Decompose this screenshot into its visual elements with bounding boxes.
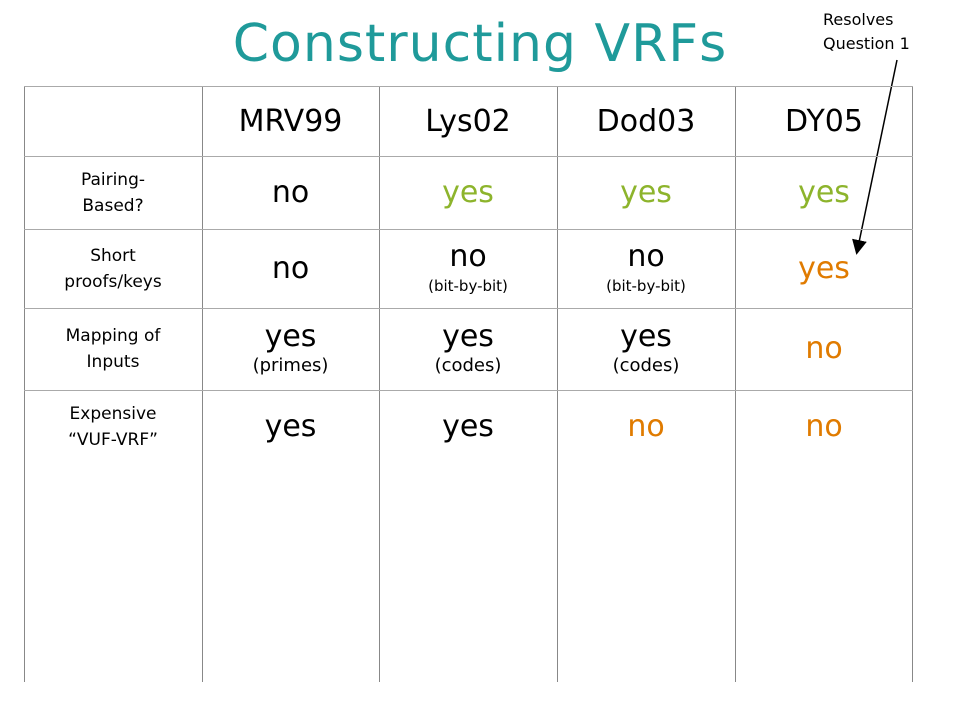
table-cell: yes <box>557 156 735 229</box>
cell-value: yes <box>620 319 672 354</box>
cell-subtext: (primes) <box>252 355 329 376</box>
table-cell: yes <box>735 229 913 308</box>
row-label: Expensive “VUF-VRF” <box>24 390 202 463</box>
table-cell: no <box>735 308 913 390</box>
cell-value: yes <box>264 319 317 354</box>
annotation-line-2: Question 1 <box>823 34 910 53</box>
cell-value: no <box>271 250 310 286</box>
row-label-line: Inputs <box>86 352 140 372</box>
table-cell: yes(codes) <box>379 308 557 390</box>
cell-value: no <box>627 408 665 444</box>
table-hline <box>24 86 913 87</box>
column-header: Dod03 <box>596 103 696 139</box>
table-vline <box>912 86 913 682</box>
table-cell: yes <box>202 390 379 463</box>
row-label-line: Based? <box>82 195 144 216</box>
cell-subtext: (codes) <box>612 355 680 376</box>
row-label: Mapping of Inputs <box>24 308 202 390</box>
row-label-line: “VUF-VRF” <box>68 429 158 450</box>
table-vline <box>557 86 558 682</box>
slide-title: Constructing VRFs <box>232 14 728 74</box>
table-cell: no (bit-by-bit) <box>557 229 735 308</box>
table-cell: yes(primes) <box>202 308 379 390</box>
cell-value: yes <box>442 319 494 354</box>
table-vline <box>379 86 380 682</box>
row-label-line: Short <box>90 245 136 266</box>
table-cell: yes(codes) <box>557 308 735 390</box>
cell-value: yes <box>798 174 850 210</box>
table-vline <box>735 86 736 682</box>
table-hline <box>24 308 913 309</box>
row-label-line: proofs/keys <box>64 271 162 292</box>
annotation-note: Resolves Question 1 <box>823 8 910 56</box>
cell-value: no <box>805 408 843 444</box>
table-cell: no <box>202 156 379 229</box>
cell-value: no <box>449 238 487 274</box>
cell-value: yes <box>620 174 672 210</box>
row-label-line: Expensive <box>69 403 157 424</box>
column-header: Lys02 <box>425 103 511 139</box>
cell-value: no <box>271 174 310 210</box>
cell-value: yes <box>442 174 494 210</box>
cell-value: yes <box>264 408 317 444</box>
table-cell: no <box>202 229 379 308</box>
table-cell: yes <box>735 156 913 229</box>
cell-subtext: (codes) <box>434 355 502 376</box>
table-hline <box>24 156 913 157</box>
cell-value: yes <box>442 408 494 444</box>
column-header: DY05 <box>785 103 863 139</box>
annotation-line-1: Resolves <box>823 10 894 29</box>
table-cell: no <box>735 390 913 463</box>
table-vline <box>24 86 25 682</box>
table-cell: yes <box>379 156 557 229</box>
table-cell: yes <box>379 390 557 463</box>
cell-value: no <box>805 331 843 366</box>
table-cell: no <box>557 390 735 463</box>
cell-subtext: (bit-by-bit) <box>428 276 508 295</box>
row-label-line: Pairing- <box>80 169 146 190</box>
table-hline <box>24 229 913 230</box>
row-label: Short proofs/keys <box>24 229 202 308</box>
row-label-line: Mapping of <box>65 326 161 346</box>
cell-value: no <box>627 238 665 274</box>
row-label: Pairing- Based? <box>24 156 202 229</box>
table-cell: no (bit-by-bit) <box>379 229 557 308</box>
cell-subtext: (bit-by-bit) <box>606 276 686 295</box>
column-header: MRV99 <box>238 103 343 139</box>
cell-value: yes <box>798 250 850 286</box>
table-hline <box>24 390 913 391</box>
table-vline <box>202 86 203 682</box>
